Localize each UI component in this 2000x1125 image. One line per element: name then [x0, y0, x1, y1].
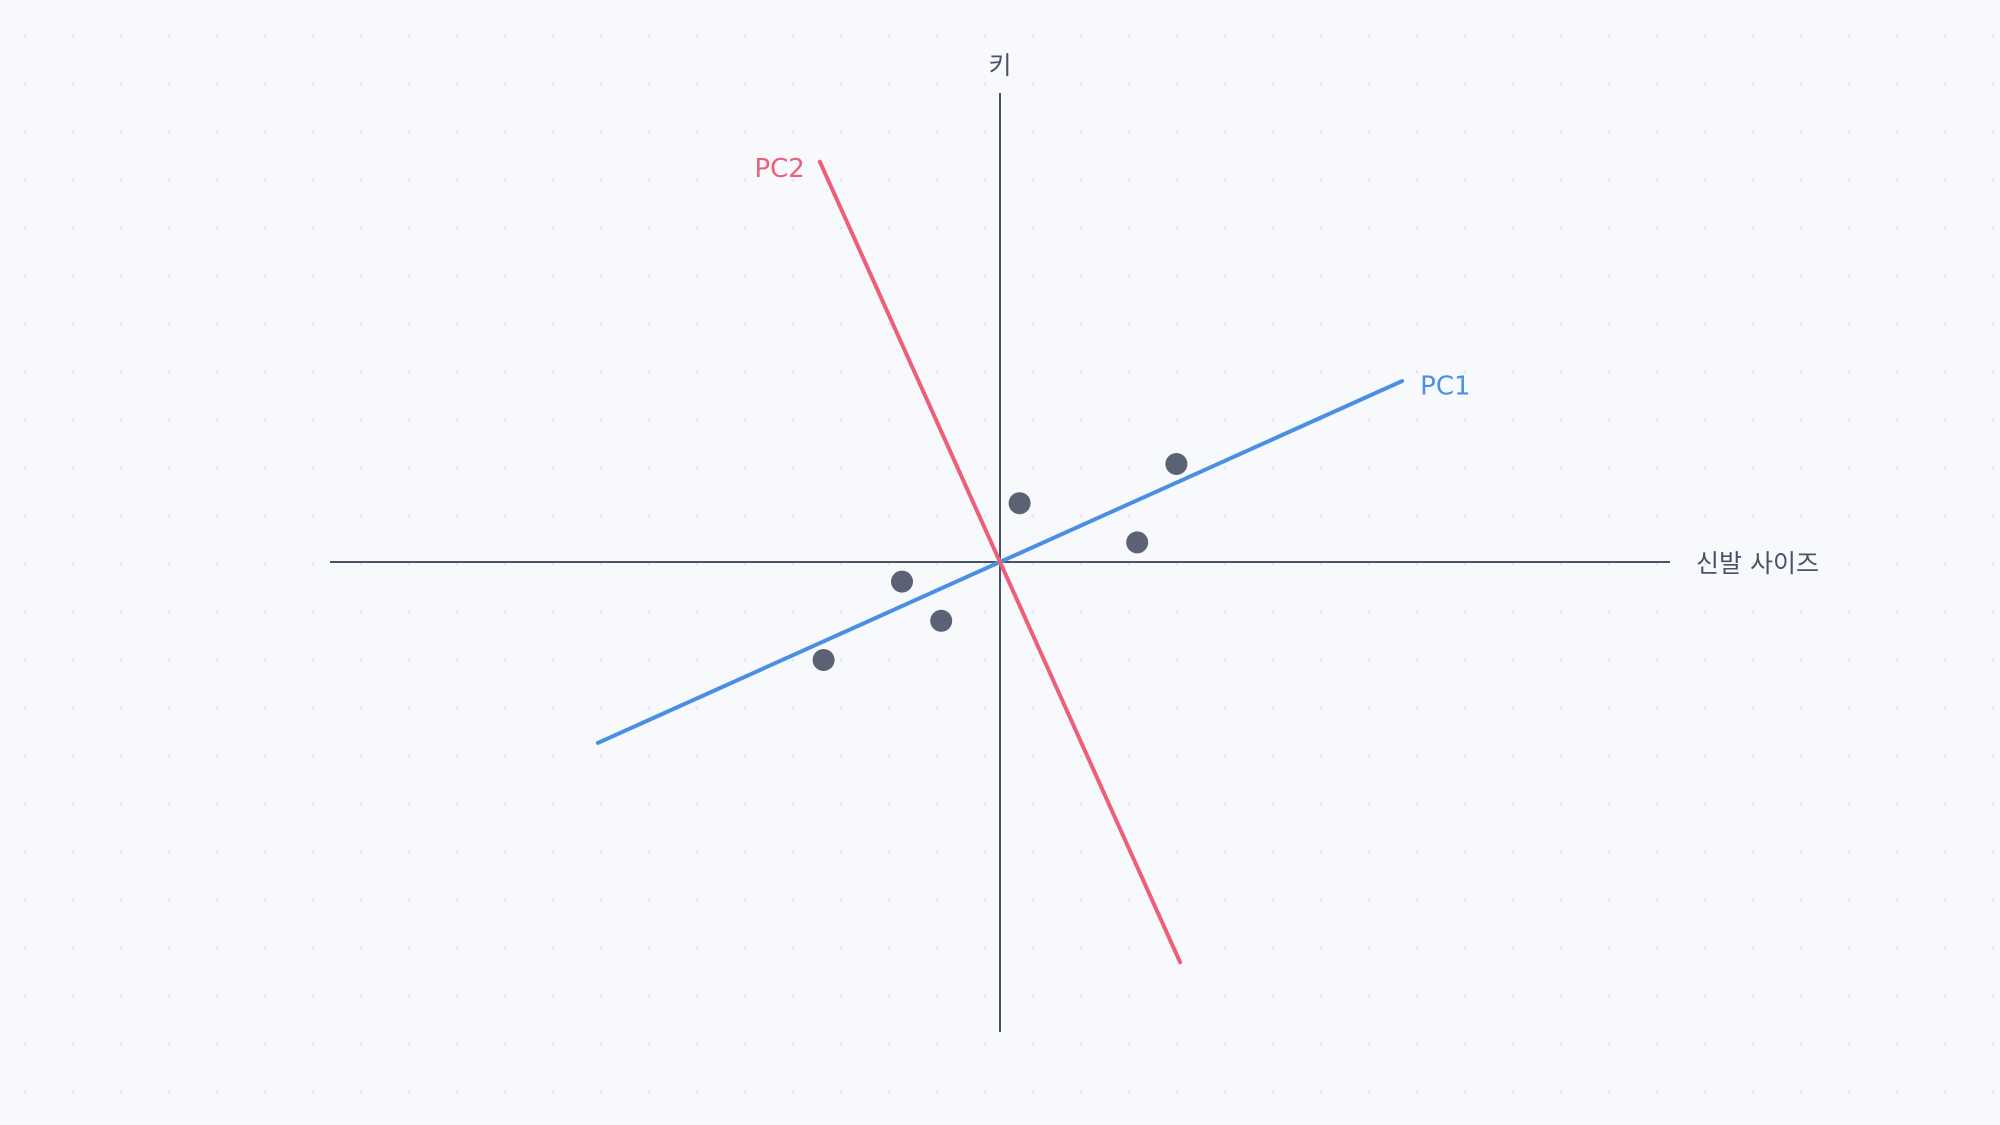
data-point	[891, 570, 913, 593]
pc1-label: PC1	[1420, 372, 1470, 402]
principal-components: PC1 PC2	[595, 154, 1471, 965]
axes: 신발 사이즈 키	[330, 51, 1819, 1032]
data-point	[930, 609, 953, 632]
data-point	[1126, 531, 1149, 554]
pc2-label: PC2	[754, 154, 804, 184]
pc2-line	[817, 159, 1183, 965]
data-point	[812, 649, 835, 671]
data-point	[1165, 453, 1188, 475]
data-point	[1008, 492, 1031, 515]
data-points	[812, 453, 1188, 671]
x-axis-label: 신발 사이즈	[1696, 549, 1819, 578]
y-axis-label: 키	[988, 51, 1011, 80]
